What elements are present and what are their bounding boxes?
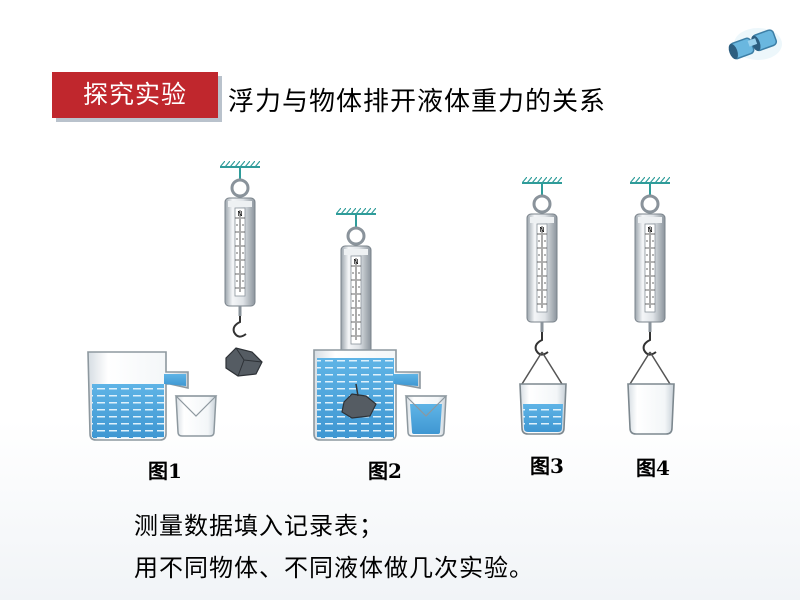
- scale-unit-label: N: [539, 226, 544, 234]
- figure-3-label: 图3: [530, 454, 564, 478]
- scale-unit-label: N: [353, 258, 358, 266]
- figure-3: N: [519, 176, 567, 435]
- badge-label: 探究实验: [52, 72, 218, 118]
- figure-2-label: 图2: [368, 459, 402, 483]
- figure-4-label: 图4: [636, 456, 670, 480]
- binoculars-icon[interactable]: [722, 18, 786, 70]
- figure-2: N: [313, 207, 448, 441]
- section-badge: 探究实验: [52, 72, 222, 122]
- figure-4: N: [627, 176, 675, 435]
- instruction-line-2: 用不同物体、不同液体做几次实验。: [134, 554, 534, 582]
- scale-unit-label: N: [647, 226, 652, 234]
- page-title: 浮力与物体排开液体重力的关系: [228, 87, 607, 117]
- scale-unit-label: N: [237, 210, 242, 218]
- figure-1: N: [87, 160, 263, 441]
- figure-1-label: 图1: [148, 459, 182, 483]
- instruction-line-1: 测量数据填入记录表；: [134, 512, 384, 540]
